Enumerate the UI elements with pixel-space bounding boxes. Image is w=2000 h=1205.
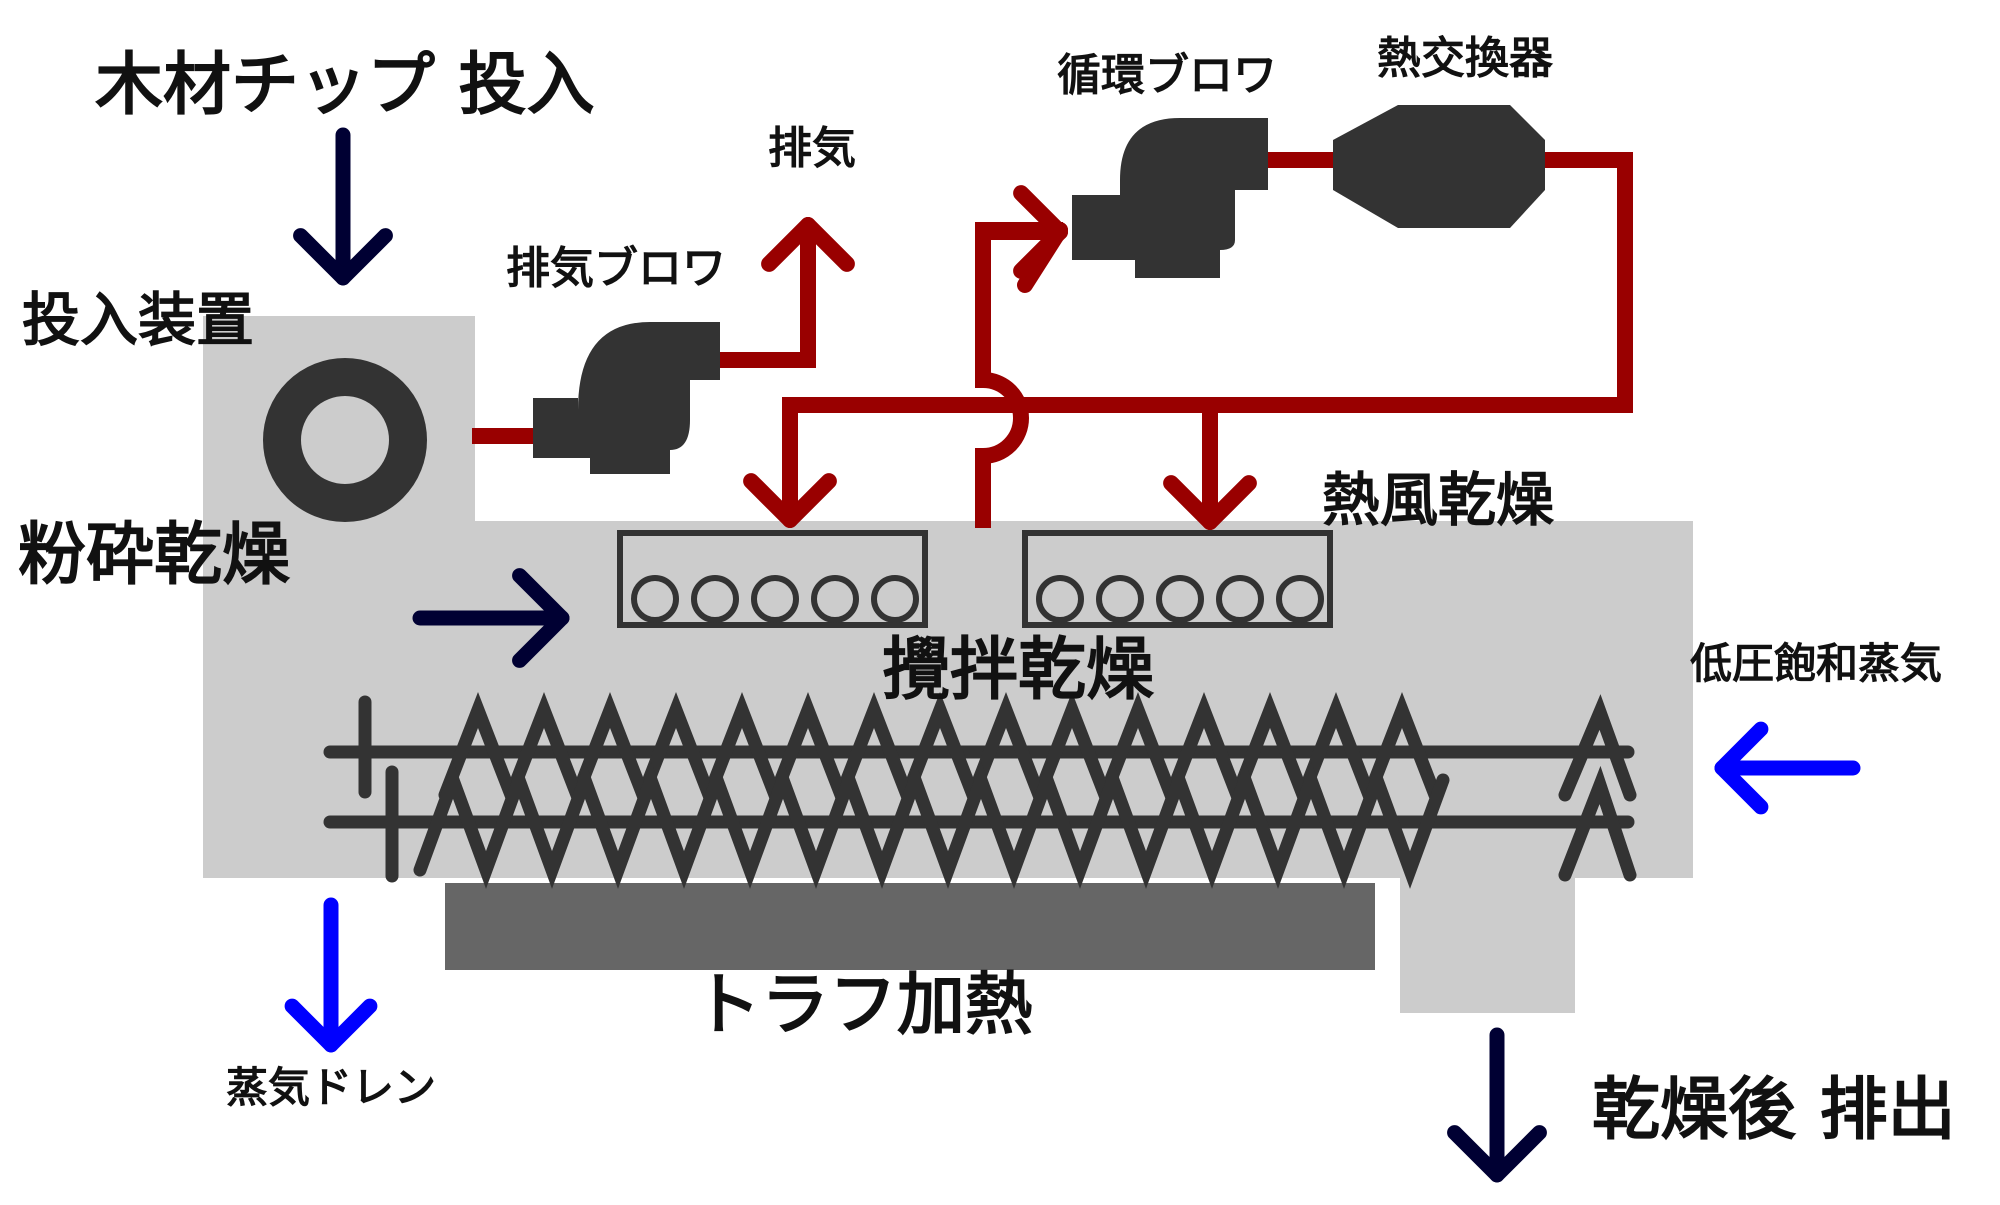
heat-exchanger-icon xyxy=(1333,105,1545,228)
agitator-screws xyxy=(323,692,1637,889)
air-nozzle-boxes xyxy=(617,530,1333,628)
nozzle-circle xyxy=(1156,575,1204,623)
arrow-to-trough xyxy=(412,568,570,668)
nozzle-circle xyxy=(691,575,739,623)
label-exhaust-blower: 排気ブロワ xyxy=(506,243,726,294)
circulation-blower xyxy=(1072,118,1268,278)
label-feeder: 投入装置 xyxy=(22,286,254,354)
screw-flight-lower xyxy=(413,761,1450,889)
nozzle-circle xyxy=(811,575,859,623)
nozzle-circle xyxy=(1276,575,1324,623)
pipe-circulation-crossover xyxy=(975,222,1063,528)
arrow-steam-drain xyxy=(284,897,378,1053)
arrow-chip-input xyxy=(293,127,393,286)
arrow-supply-right xyxy=(1163,402,1257,530)
feeder-rotor-icon xyxy=(263,358,427,522)
nozzle-box-right xyxy=(1022,530,1333,628)
label-exhaust: 排気 xyxy=(768,123,856,174)
nozzle-circle xyxy=(751,575,799,623)
nozzle-box-left-frame xyxy=(617,530,928,628)
label-steam-in: 低圧飽和蒸気 xyxy=(1690,639,1942,688)
screw-end-flight-lower xyxy=(1558,765,1637,882)
label-steam-drain: 蒸気ドレン xyxy=(226,1063,436,1112)
arrow-exhaust-out xyxy=(761,217,855,300)
nozzle-circle xyxy=(1096,575,1144,623)
label-stir-dry: 攪拌乾燥 xyxy=(882,631,1155,710)
label-hot-air-dry: 熱風乾燥 xyxy=(1322,466,1555,534)
screw-flight-upper xyxy=(438,692,1442,813)
label-circ-blower: 循環ブロワ xyxy=(1057,50,1277,101)
discharge-chute xyxy=(1400,860,1575,1013)
nozzle-circle xyxy=(1036,575,1084,623)
screw-end-flight-upper xyxy=(1558,694,1637,802)
label-trough-heat: トラフ加熱 xyxy=(693,966,1033,1045)
arrow-supply-left xyxy=(743,402,837,528)
label-chip-input: 木材チップ 投入 xyxy=(95,46,595,125)
exhaust-blower-icon xyxy=(533,322,720,474)
trough-heater xyxy=(445,883,1375,970)
pipe-return-right xyxy=(1024,152,1633,413)
arrow-discharge xyxy=(1447,1027,1547,1183)
nozzle-circle xyxy=(1216,575,1264,623)
nozzle-circle xyxy=(871,575,919,623)
arrow-steam-in xyxy=(1714,721,1861,815)
label-crush-dry: 粉砕乾燥 xyxy=(18,516,291,595)
pipe-exhaust-up xyxy=(712,224,816,368)
label-heat-exchanger: 熱交換器 xyxy=(1377,33,1554,84)
label-discharge: 乾燥後 排出 xyxy=(1592,1071,1956,1150)
nozzle-box-right-frame xyxy=(1022,530,1333,628)
flow-arrows xyxy=(284,127,1861,1183)
arrow-to-circ-blower xyxy=(977,185,1068,279)
circulation-blower-icon xyxy=(1072,118,1268,278)
nozzle-circle xyxy=(631,575,679,623)
nozzle-box-left xyxy=(617,530,928,628)
exhaust-blower xyxy=(533,322,720,474)
